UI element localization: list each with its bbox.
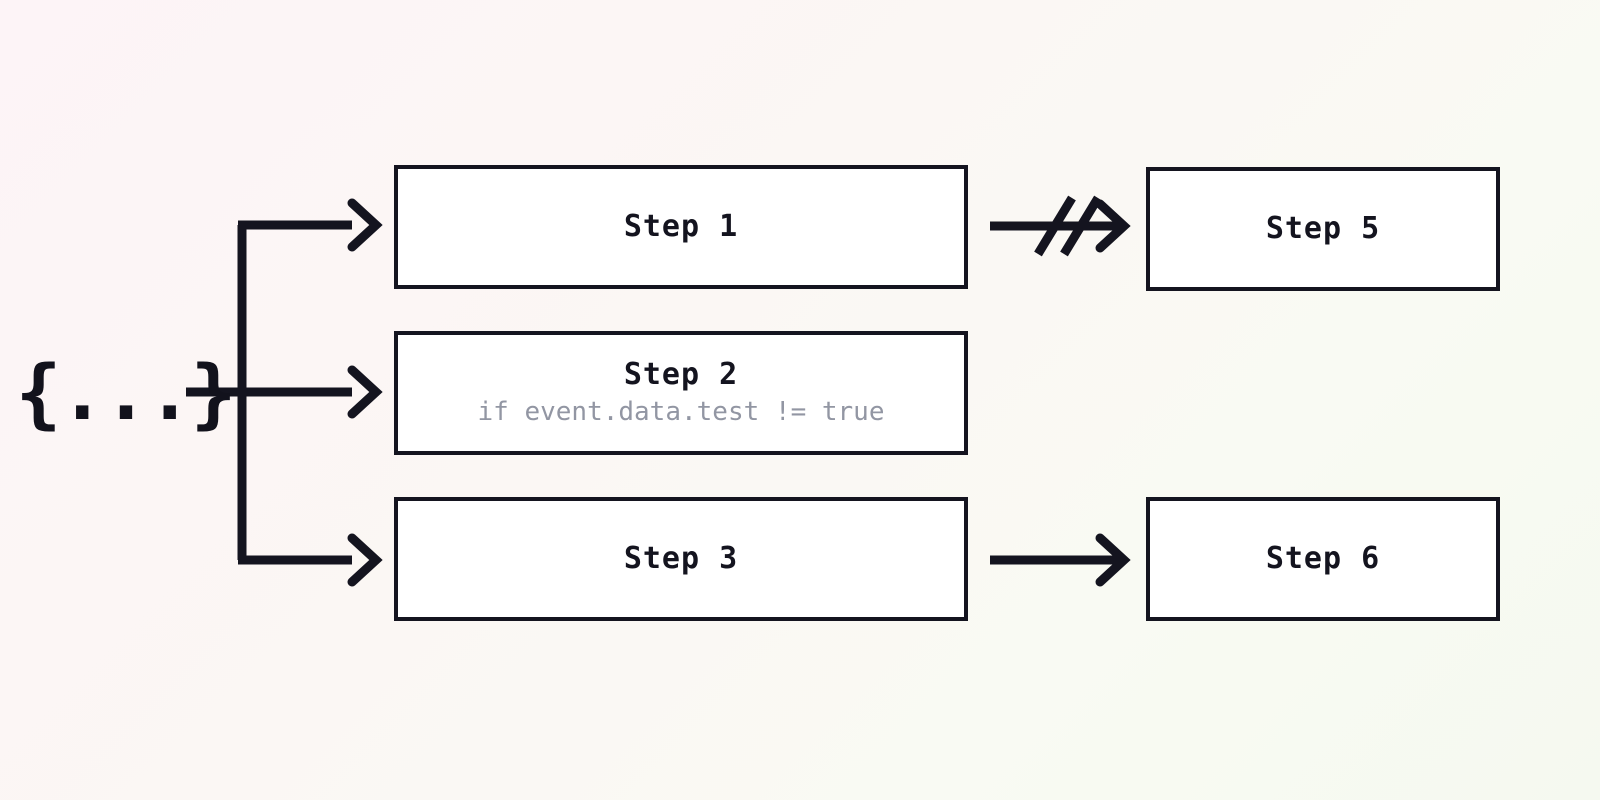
step-title: Step 1	[623, 208, 739, 244]
blocked-slash-icon	[1034, 195, 1102, 257]
edge-source-step3	[238, 533, 383, 587]
edge-source-step1	[238, 198, 383, 252]
step-box-step-5[interactable]: Step 5	[1146, 167, 1500, 291]
json-event-source-icon[interactable]: {...}	[15, 348, 237, 437]
step-box-step-6[interactable]: Step 6	[1146, 497, 1500, 621]
edge-step3-step6	[990, 533, 1131, 587]
edge-source-step2	[238, 365, 383, 419]
edge-step1-step5-blocked	[990, 195, 1131, 257]
step-title: Step 3	[623, 540, 739, 576]
step-title: Step 2	[623, 356, 739, 392]
step-title: Step 5	[1265, 210, 1381, 246]
step-title: Step 6	[1265, 540, 1381, 576]
step-box-step-2[interactable]: Step 2 if event.data.test != true	[394, 331, 968, 455]
step-condition-expression: if event.data.test != true	[477, 397, 885, 427]
step-box-step-1[interactable]: Step 1	[394, 165, 968, 289]
step-box-step-3[interactable]: Step 3	[394, 497, 968, 621]
